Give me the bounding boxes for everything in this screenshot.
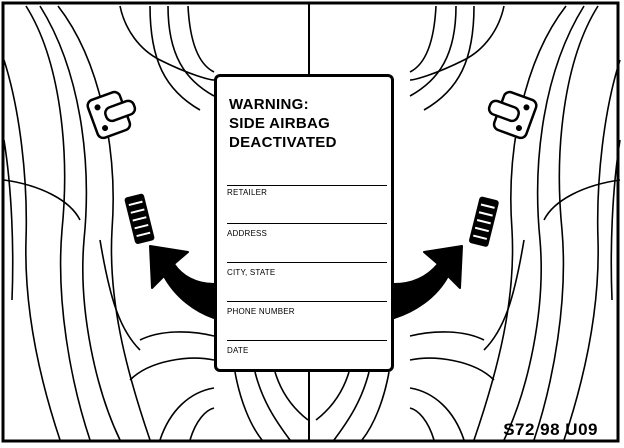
warning-title: WARNING: SIDE AIRBAG DEACTIVATED <box>229 95 389 152</box>
field-label: DATE <box>227 346 249 355</box>
figure-code: S72 98 U09 <box>503 420 598 439</box>
outer-frame <box>1 1 620 443</box>
vent-grille-icon <box>124 193 155 244</box>
field-label: RETAILER <box>227 188 268 197</box>
left-door-panel <box>3 5 309 441</box>
field-label: CITY, STATE <box>227 268 276 277</box>
field-label: ADDRESS <box>227 229 268 238</box>
field-line <box>227 340 387 341</box>
warning-title-line: SIDE AIRBAG <box>229 115 331 132</box>
field-label: PHONE NUMBER <box>227 307 295 316</box>
field-line <box>227 223 387 224</box>
field-line <box>227 301 387 302</box>
field-line <box>227 185 387 186</box>
door-latch-icon <box>487 90 538 140</box>
pointer-arrow-icon <box>393 245 463 319</box>
warning-title-line: DEACTIVATED <box>229 134 337 151</box>
pointer-arrow-icon <box>149 245 215 319</box>
warning-title-line: WARNING: <box>229 96 309 113</box>
field-line <box>227 262 387 263</box>
door-latch-icon <box>86 90 137 140</box>
vent-grille-icon <box>469 196 499 247</box>
warning-label-card: WARNING: SIDE AIRBAG DEACTIVATED RETAILE… <box>214 74 394 372</box>
right-door-panel <box>315 5 621 441</box>
